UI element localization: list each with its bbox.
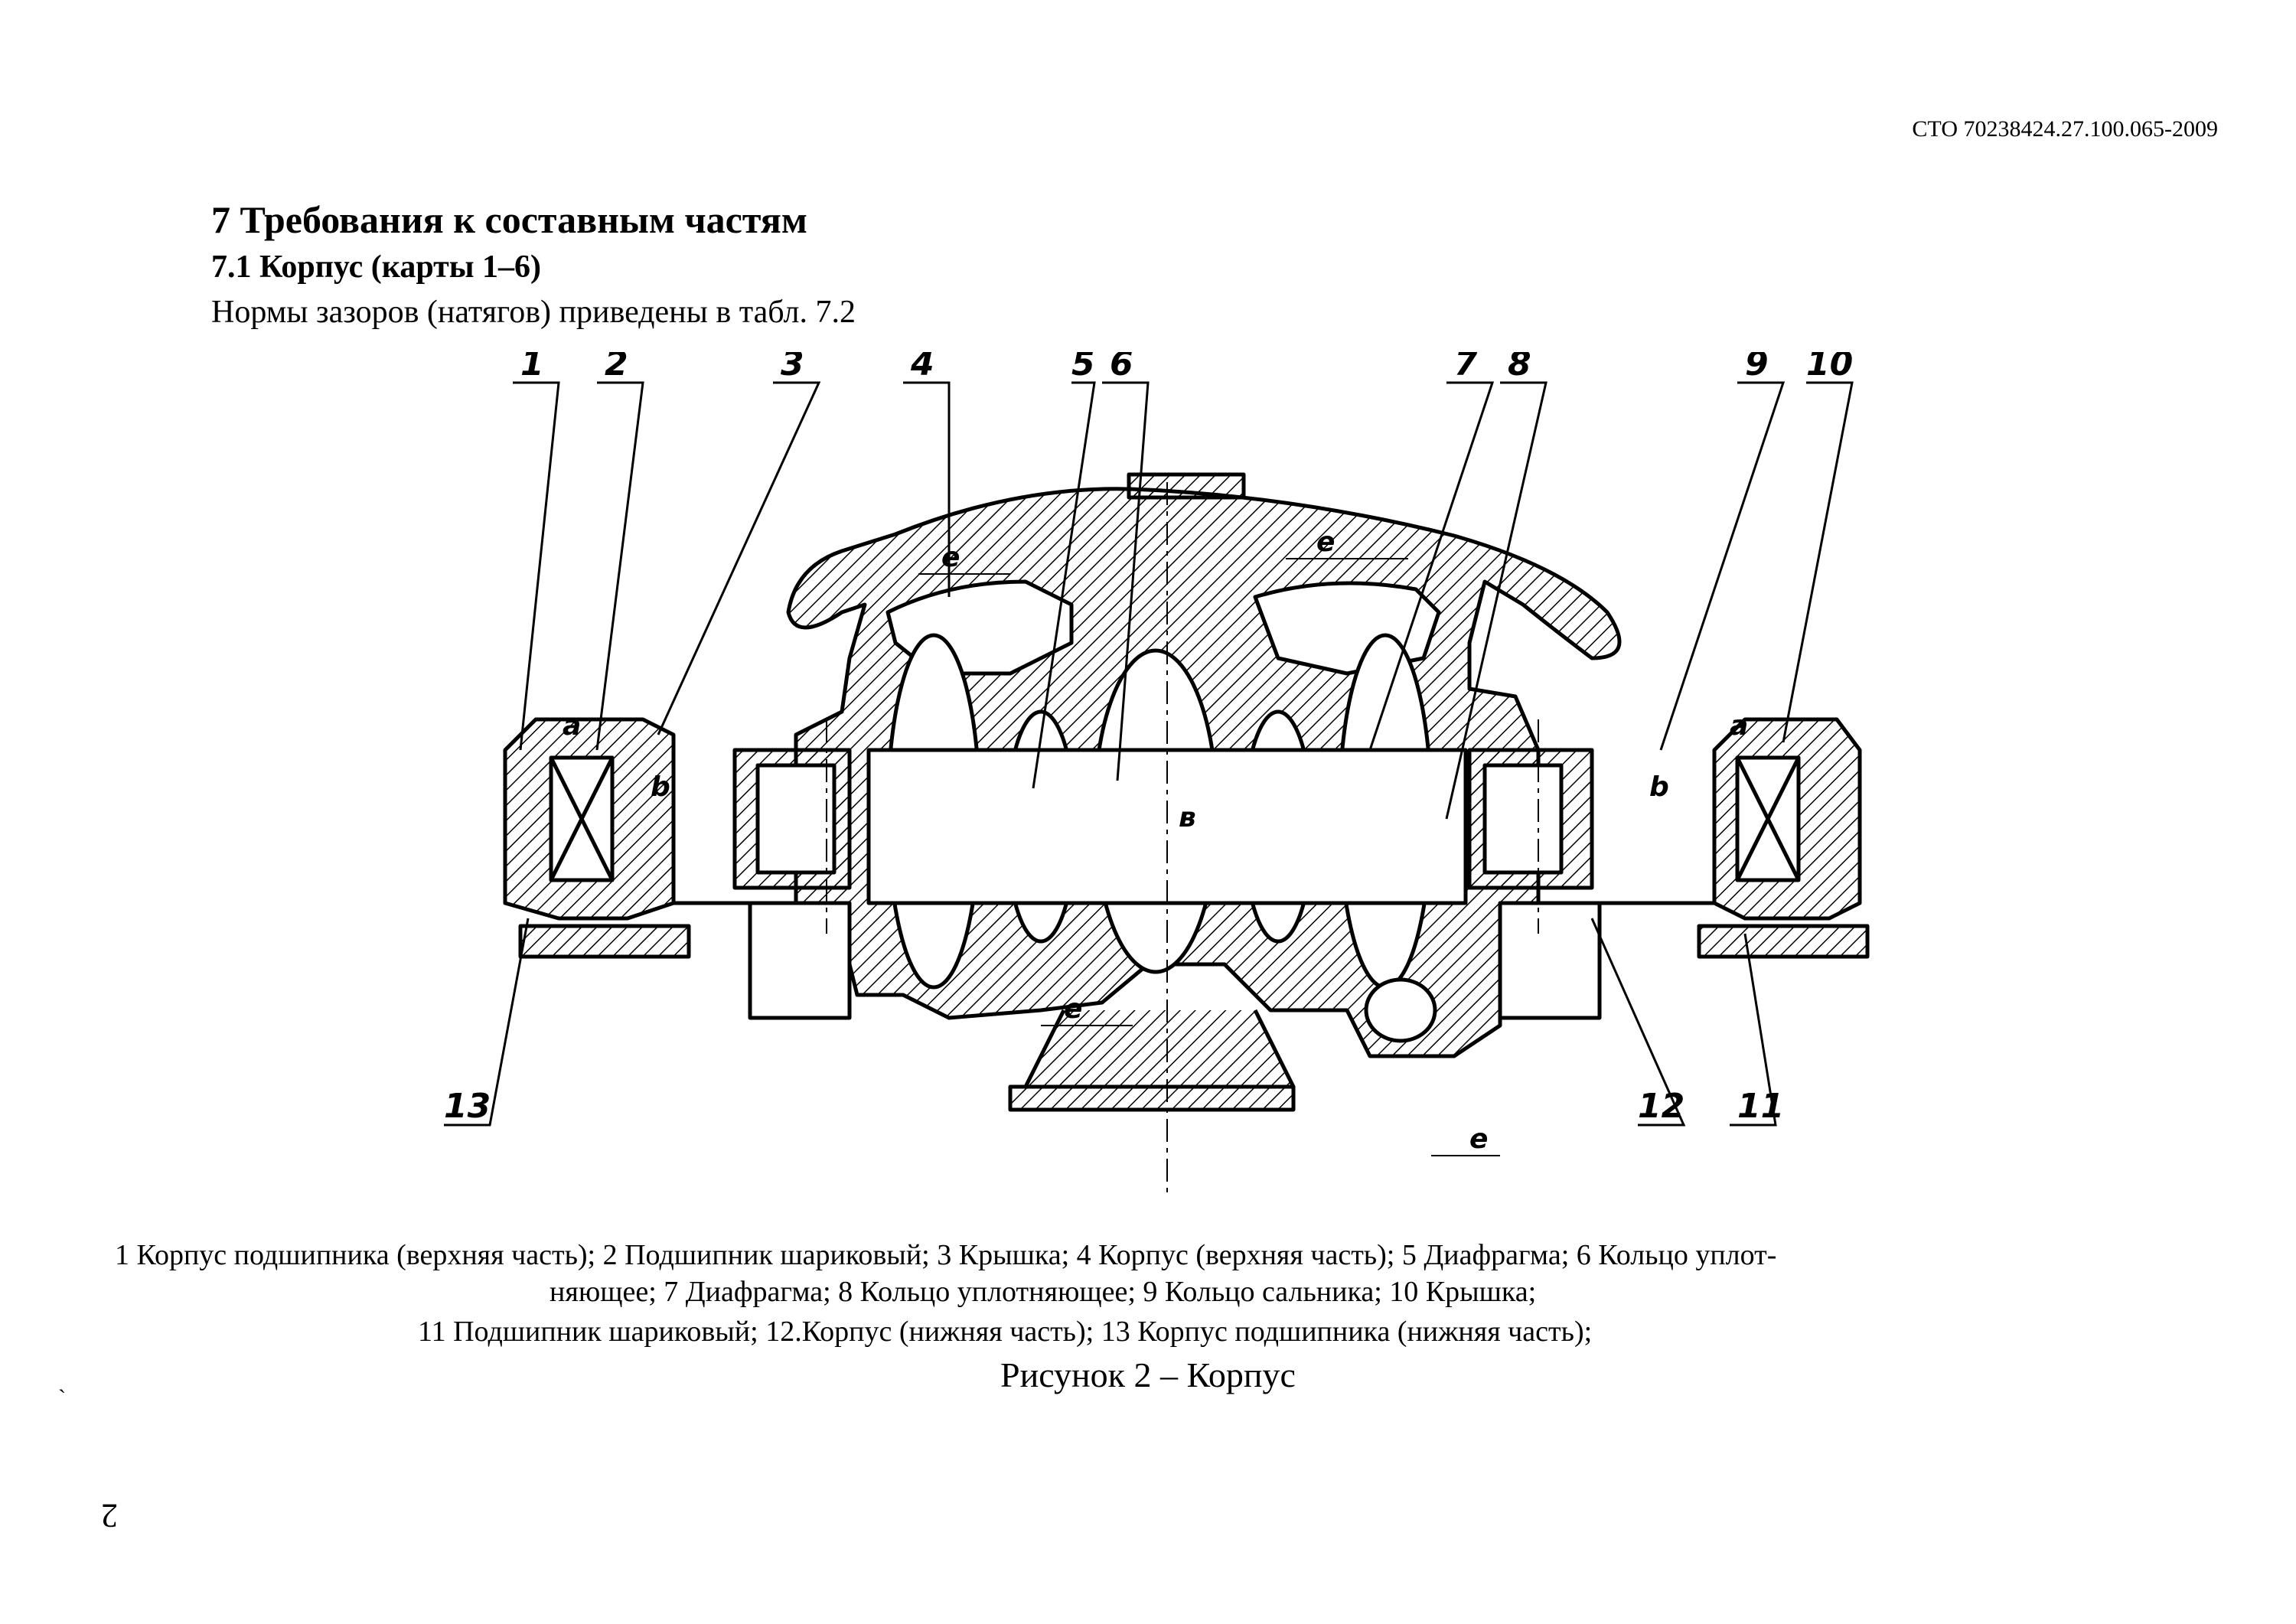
cavity-bottom xyxy=(1364,977,1437,1043)
page-number: 2 xyxy=(101,1497,118,1534)
callout-1: 1 xyxy=(520,352,544,383)
callout-6: 6 xyxy=(1110,352,1133,383)
document-code: СТО 70238424.27.100.065-2009 xyxy=(1912,116,2218,142)
dim-e-right: e xyxy=(1316,527,1335,558)
callout-7: 7 xyxy=(1454,352,1478,383)
subsection-title: 7.1 Корпус (карты 1–6) xyxy=(211,249,542,285)
right-inner-bearing xyxy=(1482,763,1564,875)
callout-5: 5 xyxy=(1071,352,1095,383)
callout-12: 12 xyxy=(1638,1087,1684,1126)
legend-line-3: 11 Подшипник шариковый; 12.Корпус (нижня… xyxy=(418,1316,1593,1348)
dim-b-right: b xyxy=(1649,771,1669,803)
left-inner-bearing xyxy=(755,763,837,875)
callout-9: 9 xyxy=(1745,352,1769,383)
dim-e-bottom: e xyxy=(1064,993,1082,1025)
dim-v-center: в xyxy=(1179,802,1196,833)
legend-line-2: няющее; 7 Диафрагма; 8 Кольцо уплотняюще… xyxy=(550,1276,1537,1308)
dim-b-left: b xyxy=(651,771,670,803)
margin-mark: ˋ xyxy=(58,1385,66,1410)
callout-2: 2 xyxy=(605,352,628,383)
legend-line-1: 1 Корпус подшипника (верхняя часть); 2 П… xyxy=(115,1239,1777,1271)
section-title: 7 Требования к составным частям xyxy=(211,198,807,241)
callout-13: 13 xyxy=(444,1087,491,1126)
dim-a-left: a xyxy=(563,710,581,742)
section-text: Нормы зазоров (натягов) приведены в табл… xyxy=(211,295,856,330)
right-bearing-x xyxy=(1735,756,1801,882)
callout-4: 4 xyxy=(910,352,934,383)
left-bearing-x xyxy=(549,756,615,882)
right-support-leg xyxy=(1498,901,1602,1020)
dim-e-left: e xyxy=(941,542,960,573)
housing-cross-section-drawing: 1 2 3 4 5 6 7 8 9 10 11 12 13 e e e e a … xyxy=(444,352,1870,1194)
callout-8: 8 xyxy=(1508,352,1531,383)
left-support-leg xyxy=(748,901,852,1020)
callout-3: 3 xyxy=(781,352,804,383)
callout-11: 11 xyxy=(1737,1087,1784,1126)
dim-a-right: a xyxy=(1730,710,1748,742)
dim-e-lower: e xyxy=(1469,1123,1488,1155)
callout-10: 10 xyxy=(1806,352,1853,383)
top-plug xyxy=(1127,472,1246,500)
left-base-foot xyxy=(518,924,691,959)
figure-caption: Рисунок 2 – Корпус xyxy=(1000,1355,1296,1394)
pedestal-base xyxy=(1008,1084,1296,1112)
right-base-foot xyxy=(1697,924,1870,959)
